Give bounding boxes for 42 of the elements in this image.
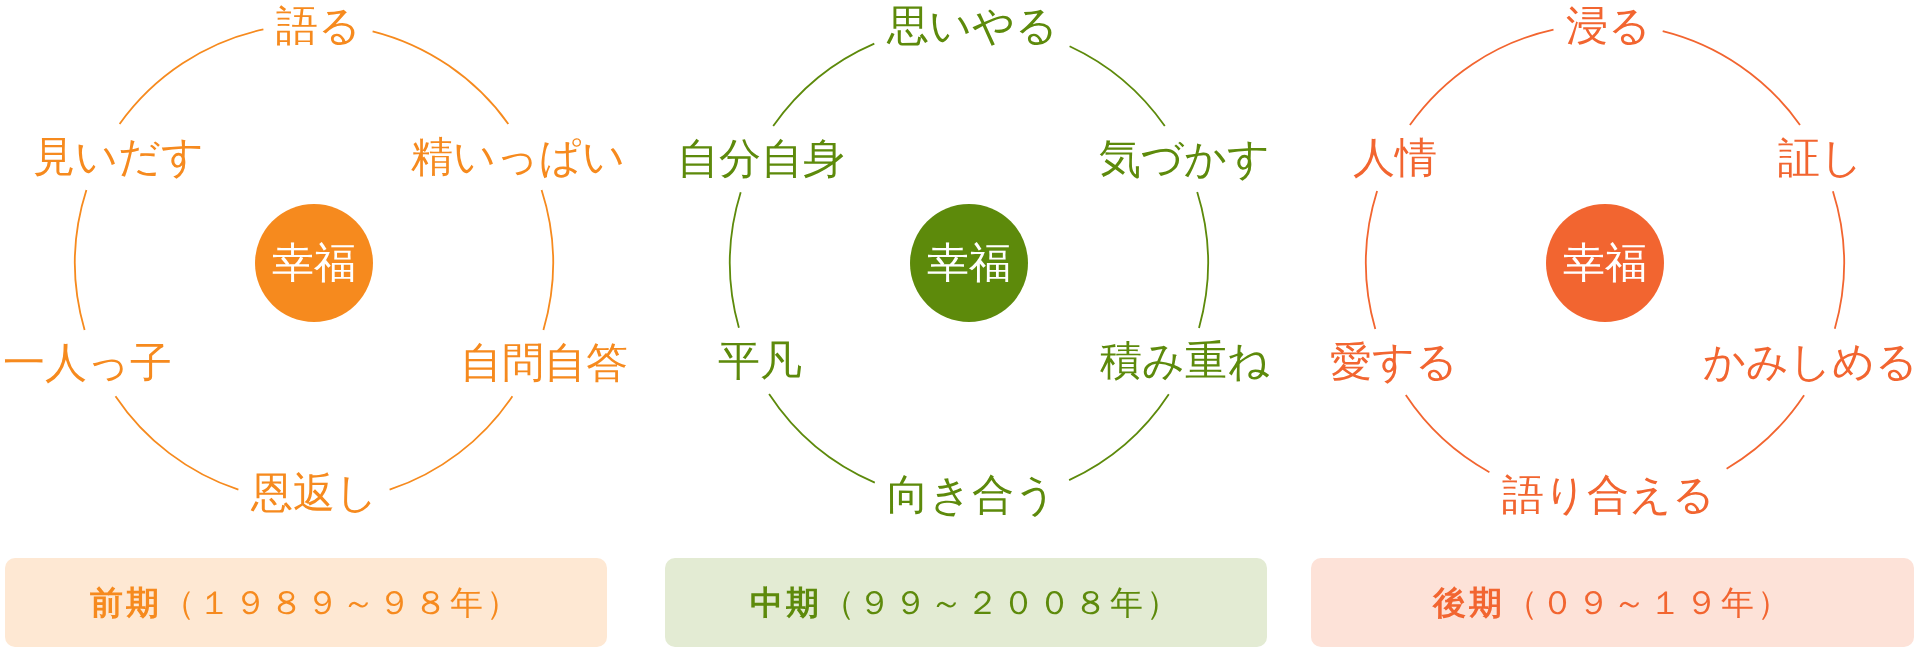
ring-arc (1404, 394, 1491, 474)
word-label: 精いっぱい (411, 136, 625, 178)
word-label: 気づかす (1098, 138, 1270, 180)
word-label: 人情 (1353, 137, 1437, 179)
word-label: 自問自答 (460, 342, 628, 384)
ring-arc (1196, 191, 1209, 329)
ring-arc (118, 28, 265, 125)
ring-arc (371, 30, 510, 125)
word-label: 浸る (1565, 5, 1651, 47)
ring-arc (1661, 30, 1801, 126)
ring-arc (1832, 190, 1845, 330)
ring-arc (1409, 28, 1555, 126)
ring-arc (768, 393, 876, 484)
ring-arc (772, 42, 876, 127)
center-circle: 幸福 (255, 204, 373, 322)
ring-arc (388, 395, 514, 491)
center-circle: 幸福 (1546, 204, 1664, 322)
period-band: 中期（９９～２００８年） (665, 558, 1267, 647)
word-label: 恩返し (250, 472, 378, 514)
ring-arc (1068, 45, 1166, 127)
word-label: 証し (1777, 137, 1863, 179)
word-label: 思いやる (886, 5, 1058, 47)
word-label: 自分自身 (677, 138, 845, 180)
word-label: 見いだす (32, 136, 204, 178)
ring-arc (74, 189, 88, 331)
word-label: かみしめる (1702, 341, 1918, 383)
ring-arc (729, 191, 742, 329)
word-label: 一人っ子 (2, 342, 172, 384)
ring-arc (114, 395, 240, 491)
ring-arc (1365, 190, 1378, 330)
word-label: 平凡 (718, 340, 802, 382)
word-label: 愛する (1330, 341, 1458, 383)
ring-arc (540, 189, 554, 331)
word-label: 向き合う (887, 474, 1057, 516)
word-label: 積み重ね (1100, 340, 1270, 382)
period-band: 後期（０９～１９年） (1311, 558, 1914, 647)
ring-arc (1725, 394, 1805, 470)
word-label: 語る (275, 5, 361, 47)
center-circle: 幸福 (910, 204, 1028, 322)
period-band: 前期（１９８９～９８年） (5, 558, 607, 647)
word-label: 語り合える (1501, 474, 1715, 516)
ring-arc (1068, 393, 1170, 481)
